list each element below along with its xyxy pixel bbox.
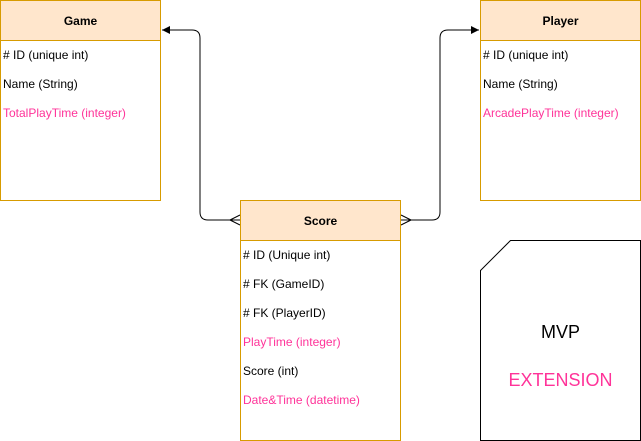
field-row: Name (String) [3, 77, 78, 91]
entity-player-fields: # ID (unique int) Name (String) ArcadePlay… [481, 41, 640, 128]
field-row: Date&Time (datetime) [243, 393, 360, 407]
field-row: TotalPlayTime (integer) [3, 106, 126, 120]
field-row: Name (String) [483, 77, 558, 91]
crowfoot-score-player [400, 214, 412, 226]
entity-score[interactable]: Score # ID (Unique int) # FK (GameID) # FK… [240, 200, 401, 441]
field-row: PlayTime (integer) [243, 335, 341, 349]
entity-player[interactable]: Player # ID (unique int) Name (String) Arc… [480, 0, 641, 201]
entity-score-title: Score [241, 201, 400, 241]
entity-game-fields: # ID (unique int) Name (String) TotalPlayT… [1, 41, 160, 128]
field-row: Score (int) [243, 364, 299, 378]
field-row: # ID (unique int) [3, 48, 89, 62]
entity-game[interactable]: Game # ID (unique int) Name (String) Total… [0, 0, 161, 201]
field-row: # ID (Unique int) [243, 248, 331, 262]
legend-card[interactable]: MVP EXTENSION [480, 240, 641, 441]
field-row: # ID (unique int) [483, 48, 569, 62]
connector-score-player[interactable] [401, 26, 479, 221]
crowfoot-score-game [229, 214, 241, 226]
field-row: ArcadePlayTime (integer) [483, 106, 619, 120]
entity-game-title: Game [1, 1, 160, 41]
connector-score-game[interactable] [162, 26, 240, 221]
legend-extension-label: EXTENSION [508, 370, 613, 390]
legend-mvp-label: MVP [540, 322, 580, 342]
field-row: # FK (PlayerID) [243, 306, 326, 320]
field-row: # FK (GameID) [243, 277, 325, 291]
entity-score-fields: # ID (Unique int) # FK (GameID) # FK (Play… [241, 241, 400, 415]
entity-player-title: Player [481, 1, 640, 41]
